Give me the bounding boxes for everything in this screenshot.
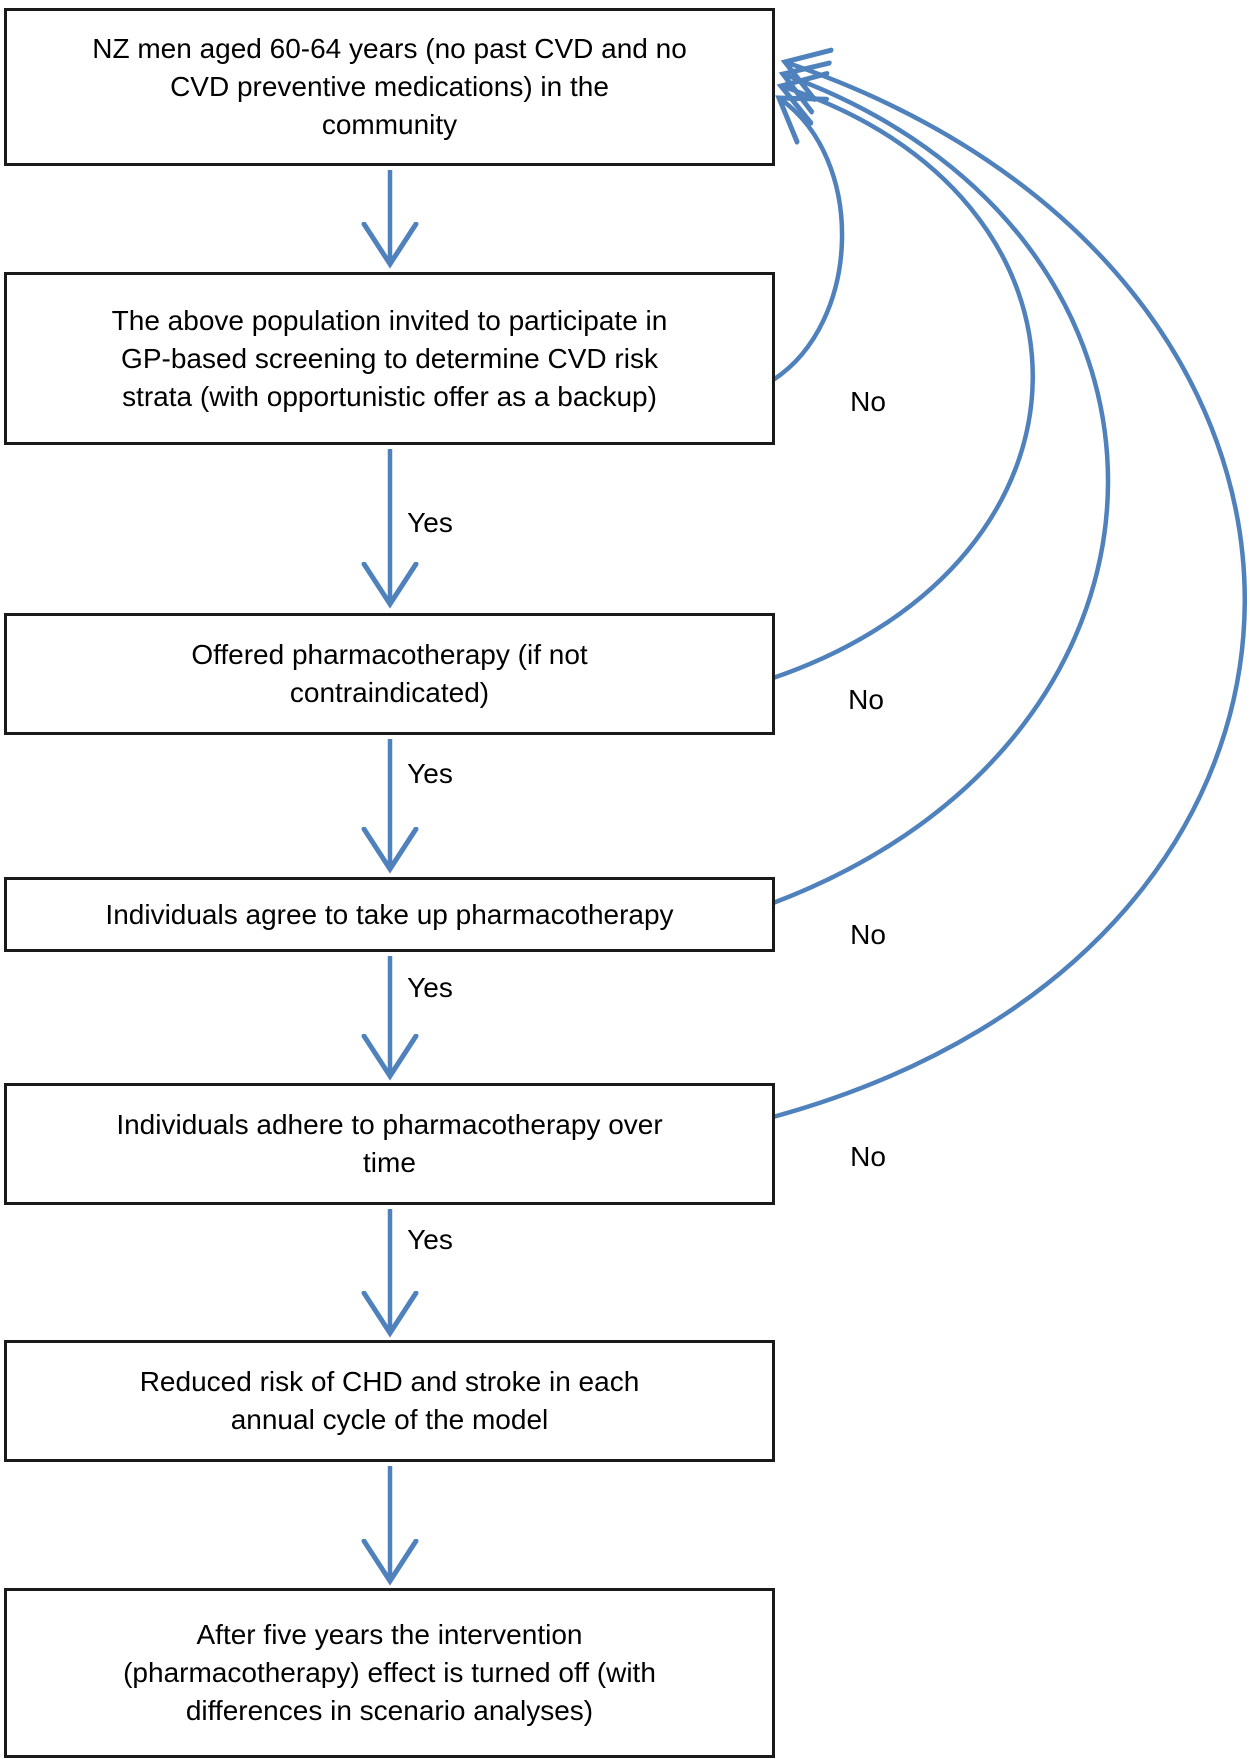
arrow-screening-no-return — [771, 98, 845, 382]
label-adhere-no: No — [850, 1141, 886, 1172]
arrow-adhere-no-return — [772, 62, 1247, 1120]
arrow-agree-no-return — [772, 74, 1111, 906]
label-adhere-yes: Yes — [407, 1224, 453, 1255]
box-offered-pharmacotherapy: Offered pharmacotherapy (if not contrain… — [4, 613, 775, 735]
label-offered-no: No — [848, 684, 884, 715]
label-agree-yes: Yes — [407, 972, 453, 1003]
box-agree-pharmacotherapy: Individuals agree to take up pharmacothe… — [4, 877, 775, 952]
label-offered-yes: Yes — [407, 758, 453, 789]
arrow-offered-no-return — [772, 86, 1035, 681]
box-reduced-risk: Reduced risk of CHD and stroke in each a… — [4, 1340, 775, 1462]
box-adhere-pharmacotherapy: Individuals adhere to pharmacotherapy ov… — [4, 1083, 775, 1205]
label-screening-no: No — [850, 386, 886, 417]
box-population: NZ men aged 60-64 years (no past CVD and… — [4, 8, 775, 166]
label-agree-no: No — [850, 919, 886, 950]
box-screening-invitation: The above population invited to particip… — [4, 272, 775, 445]
box-after-five-years: After five years the intervention (pharm… — [4, 1588, 775, 1758]
label-screening-yes: Yes — [407, 507, 453, 538]
